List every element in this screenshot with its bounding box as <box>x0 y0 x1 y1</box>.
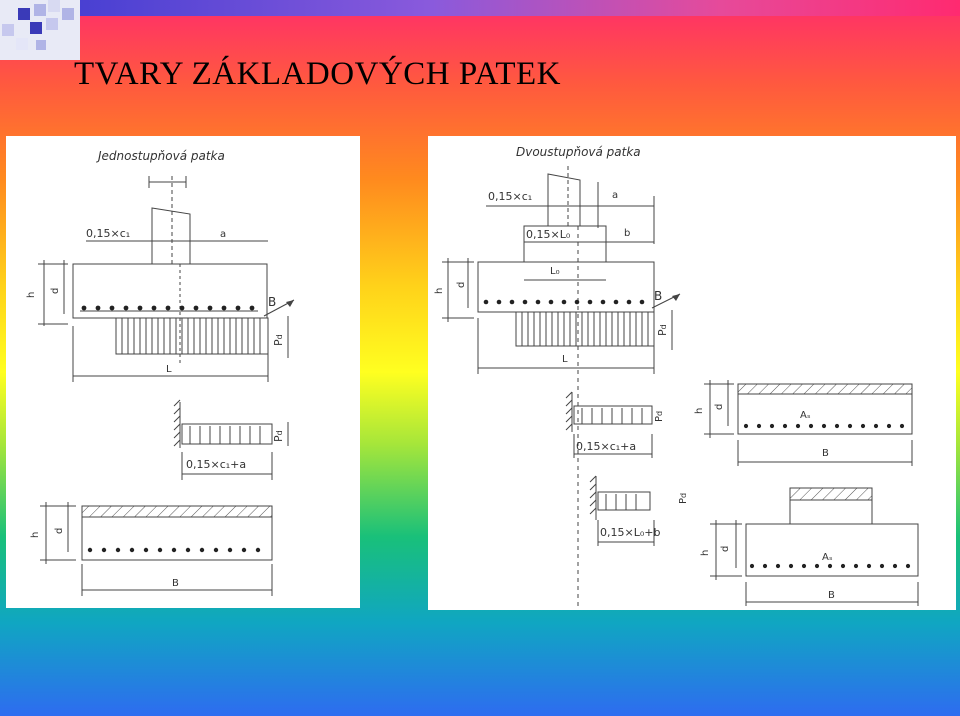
right-h-label: h <box>434 288 445 294</box>
right-L0-label: L₀ <box>550 266 560 277</box>
left-a-label: a <box>220 229 226 240</box>
left-pd2-label: Pd <box>272 430 285 442</box>
right-b-label: b <box>624 228 630 239</box>
section-one-rebar <box>743 423 905 429</box>
rebar-dots <box>81 305 255 311</box>
section-two-rebar <box>749 563 911 569</box>
right-c1-label: 0,15×c₁ <box>488 190 532 203</box>
cantilever-b-diagram <box>589 475 655 546</box>
left-L-label: L <box>166 364 172 375</box>
left-section-h-label: h <box>30 532 41 538</box>
cantilever-load-diagram <box>173 399 289 480</box>
right-span-a-label: 0,15×c₁+a <box>576 440 636 453</box>
right-h2-label: h <box>694 408 705 414</box>
left-section-B-label: B <box>172 578 179 589</box>
right-h3-label: h <box>700 550 711 556</box>
right-as2-label: Aₛ <box>822 552 833 563</box>
cross-section <box>40 502 273 596</box>
right-heading: Dvoustupňová patka <box>516 145 641 159</box>
right-L0-part-label: 0,15×L₀ <box>526 228 571 241</box>
section-two <box>710 487 919 606</box>
single-step-footing-diagram: Jednostupňová patka 0,15×c₁ a h d B Pd <box>6 136 360 608</box>
left-d-label: d <box>50 288 61 294</box>
right-a-label: a <box>612 190 618 201</box>
column-shape <box>151 207 191 265</box>
right-d-label: d <box>456 282 467 288</box>
right-d3-label: d <box>720 546 731 552</box>
right-B2-label: B <box>822 448 829 459</box>
right-as-label: Aₛ <box>800 410 811 421</box>
right-pd3-label: Pd <box>678 493 689 504</box>
section-one <box>704 380 913 466</box>
left-c1-label: 0,15×c₁ <box>86 227 130 240</box>
rebar-dots <box>483 299 645 305</box>
left-section-d-label: d <box>54 528 65 534</box>
two-step-footing-diagram: Dvoustupňová patka 0,15×c₁ a 0,15×L₀ b L… <box>428 136 956 610</box>
left-pd-label: Pd <box>272 334 285 346</box>
right-L-label: L <box>562 354 568 365</box>
slide-title: TVARY ZÁKLADOVÝCH PATEK <box>74 56 561 92</box>
left-heading: Jednostupňová patka <box>96 149 225 163</box>
right-pd2-label: Pd <box>654 411 665 422</box>
right-B-label: B <box>654 289 662 303</box>
logo-squares-icon <box>0 0 80 60</box>
left-h-label: h <box>26 292 37 298</box>
right-B3-label: B <box>828 590 835 601</box>
right-pd-label: Pd <box>656 324 669 336</box>
cantilever-a-diagram <box>565 391 653 458</box>
right-span-b-label: 0,15×L₀+b <box>600 526 660 539</box>
right-d2-label: d <box>714 404 725 410</box>
column-shape <box>547 173 581 227</box>
top-gradient-bar <box>0 0 960 16</box>
soil-pressure-diagram <box>515 311 655 347</box>
left-B-label: B <box>268 295 276 309</box>
soil-pressure-diagram <box>115 317 269 355</box>
left-moment-span-label: 0,15×c₁+a <box>186 458 246 471</box>
section-rebar-dots <box>87 547 261 553</box>
lower-step <box>477 261 655 313</box>
